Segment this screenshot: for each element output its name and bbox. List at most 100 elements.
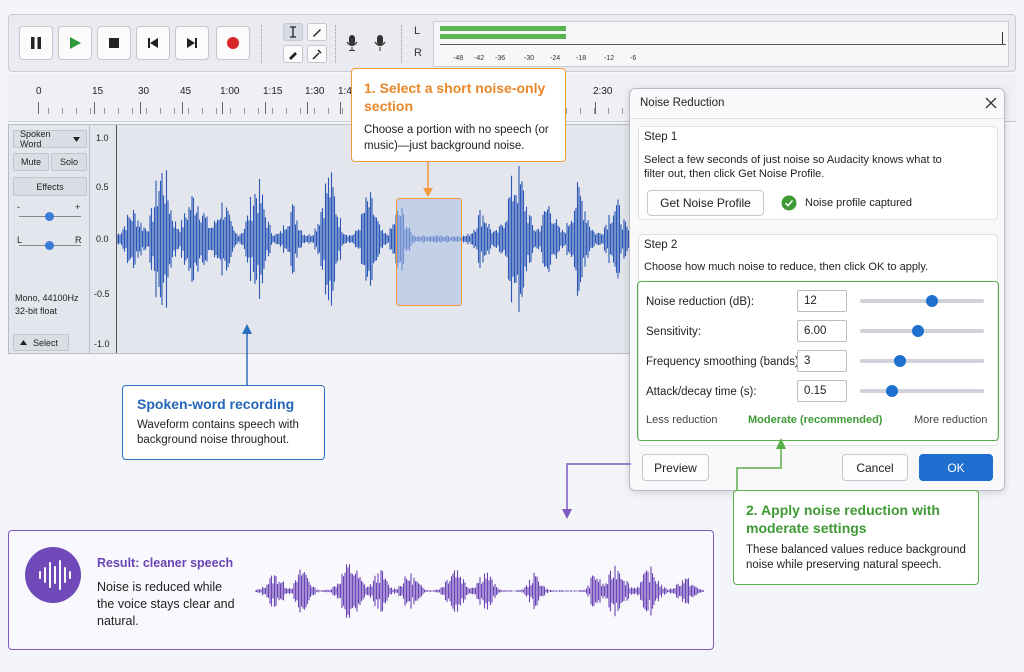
track-name: Spoken Word <box>20 129 51 149</box>
callout-recording: Spoken-word recording Waveform contains … <box>122 385 325 460</box>
ruler-minor-tick <box>272 108 273 114</box>
pause-button[interactable] <box>19 26 53 60</box>
ruler-minor-tick <box>580 108 581 114</box>
step1-section: Step 1 Select a few seconds of just nois… <box>638 126 998 220</box>
ruler-minor-tick <box>328 108 329 114</box>
param-slider-track[interactable] <box>860 389 984 393</box>
check-circle-icon <box>781 195 797 211</box>
param-slider-knob[interactable] <box>886 385 899 397</box>
param-value-field[interactable]: 3 <box>797 350 847 372</box>
selection-tool-button[interactable] <box>283 23 303 41</box>
result-panel: Result: cleaner speech Noise is reduced … <box>8 530 714 650</box>
ruler-tick-label: 1:4 <box>338 86 352 97</box>
get-noise-profile-button[interactable]: Get Noise Profile <box>647 190 764 216</box>
pan-slider-knob[interactable] <box>45 241 54 250</box>
dialog-title-divider <box>630 118 1004 119</box>
track-format-info: Mono, 44100Hz <box>15 293 79 303</box>
param-value-field[interactable]: 0.15 <box>797 380 847 402</box>
input-meter-button[interactable] <box>367 26 393 60</box>
meter-left-label: L <box>414 25 421 37</box>
record-icon <box>227 37 239 49</box>
ruler-minor-tick <box>146 108 147 114</box>
ruler-tick-mark <box>140 102 141 114</box>
ruler-tick-mark <box>94 102 95 114</box>
ruler-minor-tick <box>132 108 133 114</box>
ruler-tick-label: 1:00 <box>220 86 240 97</box>
microphone-icon <box>346 35 358 51</box>
record-button[interactable] <box>216 26 250 60</box>
close-icon[interactable] <box>985 97 997 109</box>
multi-tool-button[interactable] <box>307 45 327 63</box>
toolbar-separator <box>401 25 402 63</box>
ruler-tick-mark <box>307 102 308 114</box>
step2-text: Choose how much noise to reduce, then cl… <box>644 261 929 273</box>
ruler-minor-tick <box>230 108 231 114</box>
toolbar-separator <box>261 25 262 63</box>
step1-heading: Step 1 <box>644 131 678 143</box>
callout-apply-text: These balanced values reduce background … <box>746 544 966 571</box>
select-label: Select <box>33 337 59 348</box>
result-title: Result: cleaner speech <box>97 556 234 570</box>
toolbar-separator <box>335 25 336 63</box>
track-name-menu[interactable]: Spoken Word <box>13 129 87 149</box>
record-meter-button[interactable] <box>339 26 365 60</box>
y-label-5: -1.0 <box>94 339 110 349</box>
param-slider-knob[interactable] <box>925 295 938 307</box>
callout-select-noise: 1. Select a short noise-only section Cho… <box>351 68 566 162</box>
multi-tool-icon <box>312 49 322 60</box>
meter-tick-label: -30 <box>524 55 535 62</box>
ruler-minor-tick <box>90 108 91 114</box>
stop-button[interactable] <box>97 26 131 60</box>
level-meter[interactable] <box>433 21 1009 67</box>
ruler-tick-label: 0 <box>36 86 42 97</box>
ruler-minor-tick <box>314 108 315 114</box>
ruler-minor-tick <box>300 108 301 114</box>
skip-to-start-button[interactable] <box>136 26 170 60</box>
step2-heading: Step 2 <box>644 239 678 251</box>
ruler-tick-label: 15 <box>92 86 104 97</box>
gain-slider-knob[interactable] <box>45 212 54 221</box>
track-select-button[interactable]: Select <box>13 334 69 351</box>
param-label: Sensitivity: <box>646 326 701 338</box>
ruler-tick-label: 45 <box>180 86 192 97</box>
param-slider-knob[interactable] <box>893 355 906 367</box>
draw-tool-button[interactable] <box>307 23 327 41</box>
meter-peak-marker <box>1002 32 1003 44</box>
gain-plus-label: + <box>75 202 81 212</box>
result-text: Noise is reduced while the voice stays c… <box>97 580 235 628</box>
noise-profile-status: Noise profile captured <box>805 197 913 209</box>
play-button[interactable] <box>58 26 92 60</box>
skip-to-end-button[interactable] <box>175 26 209 60</box>
cancel-button[interactable]: Cancel <box>842 454 908 481</box>
param-slider-track[interactable] <box>860 359 984 363</box>
soundwave-icon <box>25 547 81 603</box>
pan-right-label: R <box>75 235 82 245</box>
ruler-tick-mark <box>222 102 223 114</box>
mute-button[interactable]: Mute <box>13 153 49 171</box>
solo-button[interactable]: Solo <box>51 153 87 171</box>
pencil-icon <box>313 29 321 37</box>
meter-tick-label: -6 <box>630 55 637 62</box>
ok-button[interactable]: OK <box>919 454 993 481</box>
ruler-tick-label: 30 <box>138 86 150 97</box>
param-value-field[interactable]: 12 <box>797 290 847 312</box>
pause-icon <box>31 37 41 49</box>
selected-noise-region[interactable] <box>396 198 462 306</box>
chevron-up-icon <box>20 340 27 345</box>
param-value-field[interactable]: 6.00 <box>797 320 847 342</box>
ruler-tick-label: 2:30 <box>593 86 613 97</box>
effects-button[interactable]: Effects <box>13 177 87 196</box>
envelope-tool-button[interactable] <box>283 45 303 63</box>
meter-scale-line <box>440 44 1006 45</box>
param-label: Frequency smoothing (bands): <box>646 356 802 368</box>
gain-minus-label: - <box>17 202 20 212</box>
ruler-minor-tick <box>216 108 217 114</box>
preview-button[interactable]: Preview <box>642 454 709 481</box>
param-slider-track[interactable] <box>860 299 984 303</box>
scale-label-less: Less reduction <box>646 414 718 426</box>
dialog-title: Noise Reduction <box>640 97 725 109</box>
ruler-tick-label: 1:15 <box>263 86 283 97</box>
param-slider-knob[interactable] <box>912 325 925 337</box>
meter-tick-label: -18 <box>576 55 587 62</box>
